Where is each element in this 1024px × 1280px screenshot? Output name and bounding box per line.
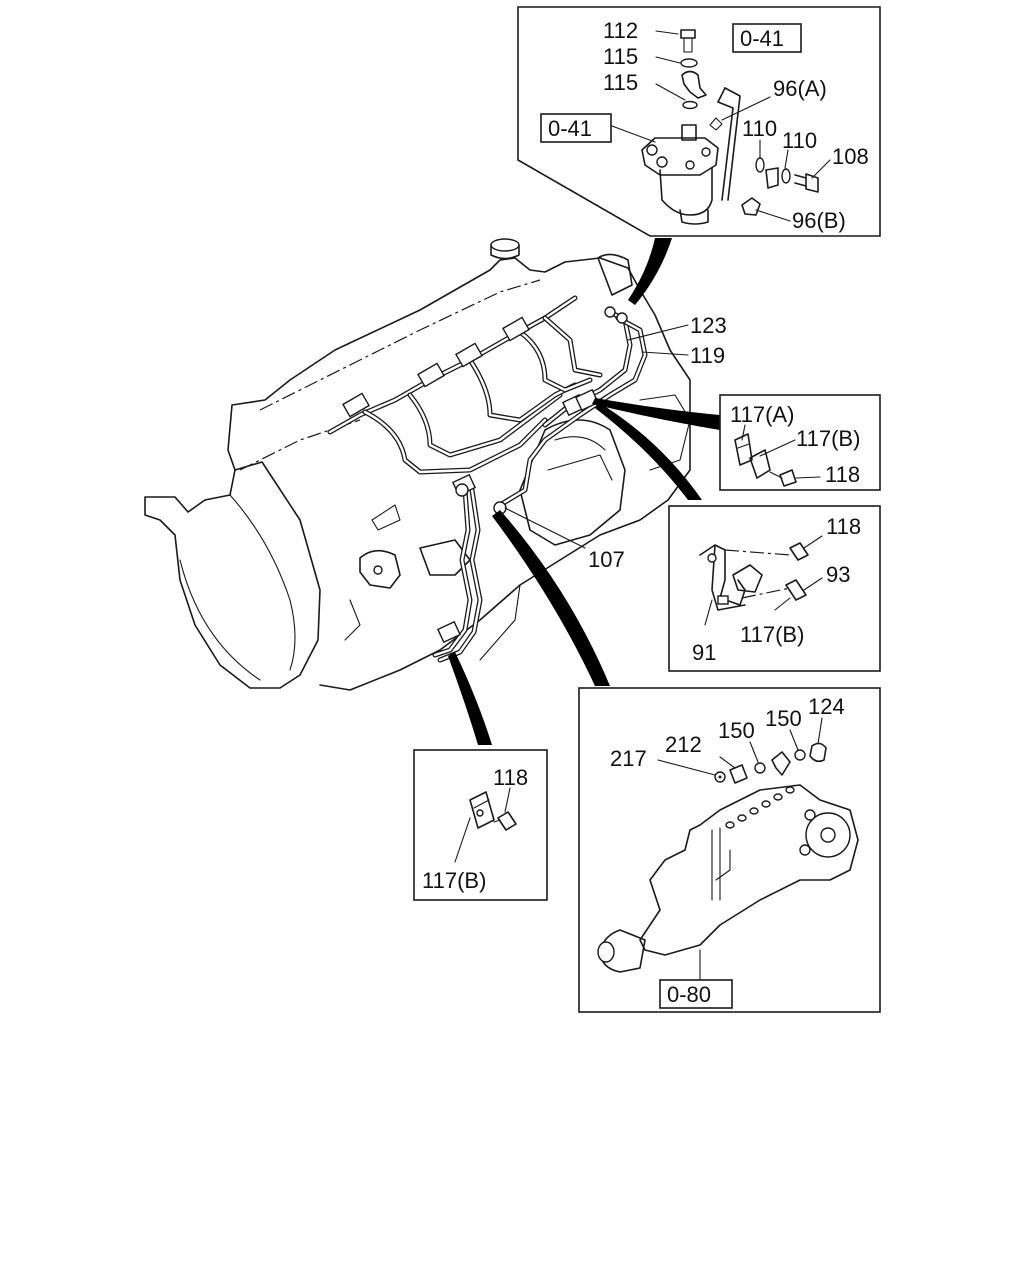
panel-clip-a bbox=[719, 394, 881, 491]
part-label: 108 bbox=[832, 144, 869, 169]
part-label: 117(A) bbox=[730, 402, 794, 427]
ref-box-label: 0-41 bbox=[548, 116, 592, 141]
ref-box-label: 0-41 bbox=[740, 26, 784, 51]
main-leaders bbox=[504, 324, 689, 549]
part-label: 107 bbox=[588, 547, 625, 572]
part-label: 117(B) bbox=[422, 868, 486, 893]
part-label: 118 bbox=[825, 462, 860, 487]
part-label: 119 bbox=[690, 343, 725, 368]
part-label: 115 bbox=[603, 44, 638, 69]
part-label: 117(B) bbox=[740, 622, 804, 647]
part-label: 93 bbox=[826, 562, 850, 587]
panel-bracket bbox=[668, 505, 881, 672]
part-label: 112 bbox=[603, 18, 638, 43]
labels: 0-41 0-41 112 115 115 96(A) 110 110 108 … bbox=[422, 18, 869, 1007]
part-label: 123 bbox=[690, 313, 727, 338]
part-label: 96(A) bbox=[773, 76, 827, 101]
part-label: 217 bbox=[610, 746, 647, 771]
panel-injection-pump bbox=[578, 687, 881, 1013]
part-label: 110 bbox=[782, 128, 817, 153]
part-label: 117(B) bbox=[796, 426, 860, 451]
part-label: 96(B) bbox=[792, 208, 846, 233]
panel-fuel-filter bbox=[517, 6, 881, 237]
part-label: 110 bbox=[742, 116, 777, 141]
part-label: 91 bbox=[692, 640, 716, 665]
part-label: 212 bbox=[665, 732, 702, 757]
part-label: 150 bbox=[718, 718, 755, 743]
injection-pipe-assembly bbox=[327, 295, 648, 663]
part-label: 118 bbox=[826, 514, 861, 539]
part-label: 124 bbox=[808, 694, 845, 719]
panel-clip-b bbox=[413, 749, 548, 901]
callout-sweeps bbox=[448, 238, 720, 745]
part-label: 150 bbox=[765, 706, 802, 731]
part-label: 118 bbox=[493, 765, 528, 790]
ref-box-label: 0-80 bbox=[667, 982, 711, 1007]
part-label: 115 bbox=[603, 70, 638, 95]
